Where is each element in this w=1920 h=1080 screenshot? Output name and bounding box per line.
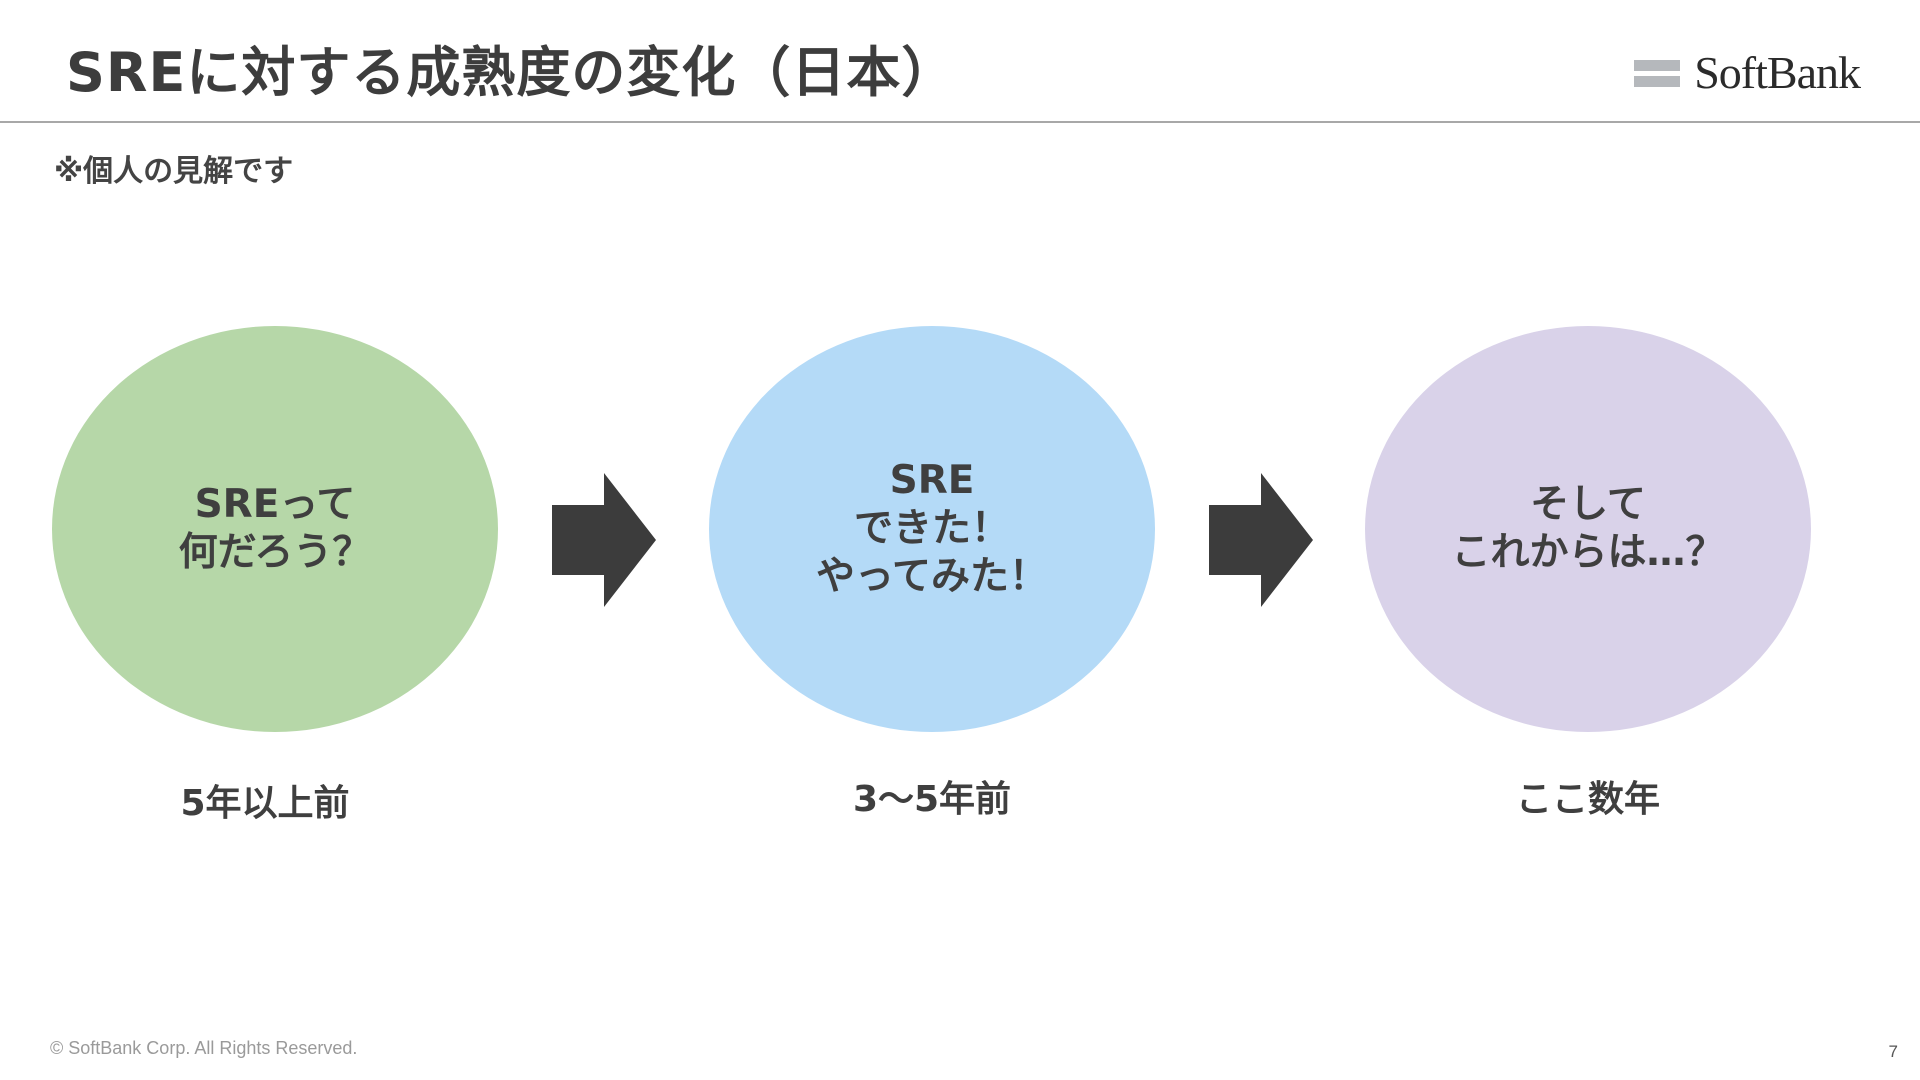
stage-period-3: ここ数年	[1515, 779, 1660, 820]
arrow-right-icon	[552, 473, 656, 607]
stage-circle-3: そして これからは…？	[1365, 326, 1811, 732]
page-number: 7	[1888, 1042, 1898, 1061]
stage-period-1: 5年以上前	[180, 783, 350, 824]
logo-text: SoftBank	[1694, 47, 1861, 98]
disclaimer-note: ※個人の見解です	[54, 154, 294, 189]
stage-label-3: そして これからは…？	[1451, 482, 1725, 575]
stage-label-1: SREって 何だろう？	[178, 482, 372, 575]
stage-period-2: 3〜5年前	[852, 779, 1012, 820]
logo-mark-icon	[1634, 56, 1681, 90]
softbank-logo: SoftBank	[1634, 46, 1861, 99]
stage-circle-1: SREって 何だろう？	[52, 326, 498, 732]
arrow-right-icon	[1209, 473, 1313, 607]
stage-label-2: SRE できた！ やってみた！	[815, 458, 1049, 599]
header-divider	[0, 121, 1920, 123]
stage-circle-2: SRE できた！ やってみた！	[709, 326, 1155, 732]
copyright-text: © SoftBank Corp. All Rights Reserved.	[50, 1038, 358, 1058]
slide-title: SREに対する成熟度の変化（日本）	[66, 41, 957, 104]
